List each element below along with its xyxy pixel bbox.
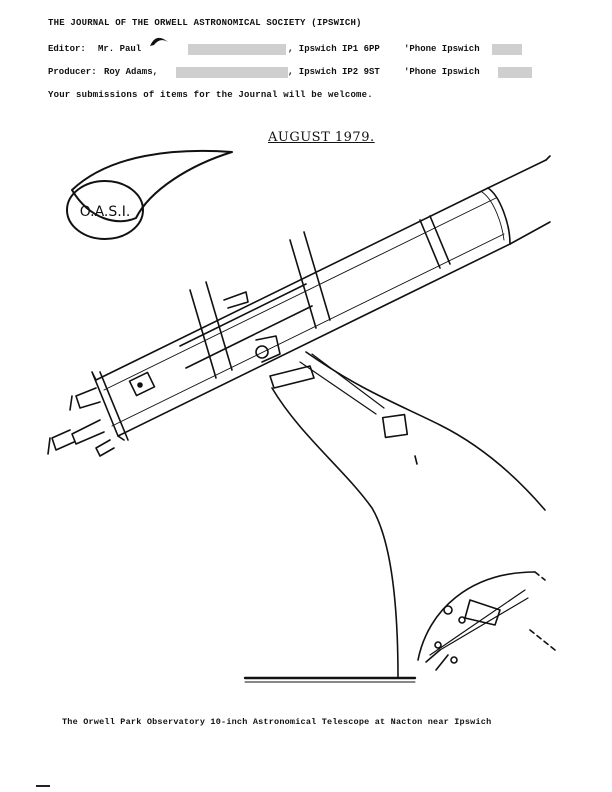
redacted-producer-address xyxy=(176,67,288,78)
editor-name: Mr. Paul xyxy=(98,44,142,54)
ink-mark-icon xyxy=(150,37,168,46)
telescope-tube xyxy=(91,155,551,441)
society-logo: O.A.S.I. xyxy=(66,149,233,240)
redacted-editor-address xyxy=(188,44,286,55)
issue-date: AUGUST 1979. xyxy=(268,130,375,145)
producer-label: Producer: xyxy=(48,67,97,77)
editor-town: , Ipswich IP1 6PP xyxy=(288,44,380,54)
journal-title: THE JOURNAL OF THE ORWELL ASTRONOMICAL S… xyxy=(48,18,362,28)
logo-text: O.A.S.I. xyxy=(80,204,131,220)
base-detail xyxy=(417,571,556,671)
figure-caption: The Orwell Park Observatory 10-inch Astr… xyxy=(62,717,492,727)
editor-phone-label: 'Phone Ipswich xyxy=(404,44,480,54)
telescope-pier xyxy=(269,351,546,679)
producer-town: , Ipswich IP2 9ST xyxy=(288,67,380,77)
redacted-editor-phone xyxy=(492,44,522,55)
submissions-note: Your submissions of items for the Journa… xyxy=(48,90,373,100)
telescope-drawing: O.A.S.I. xyxy=(47,149,556,683)
page-corner-mark xyxy=(36,785,50,787)
eyepiece-assembly xyxy=(47,387,115,457)
producer-phone-label: 'Phone Ipswich xyxy=(404,67,480,77)
producer-name: Roy Adams, xyxy=(104,67,159,77)
redacted-producer-phone xyxy=(498,67,532,78)
editor-label: Editor: xyxy=(48,44,86,54)
